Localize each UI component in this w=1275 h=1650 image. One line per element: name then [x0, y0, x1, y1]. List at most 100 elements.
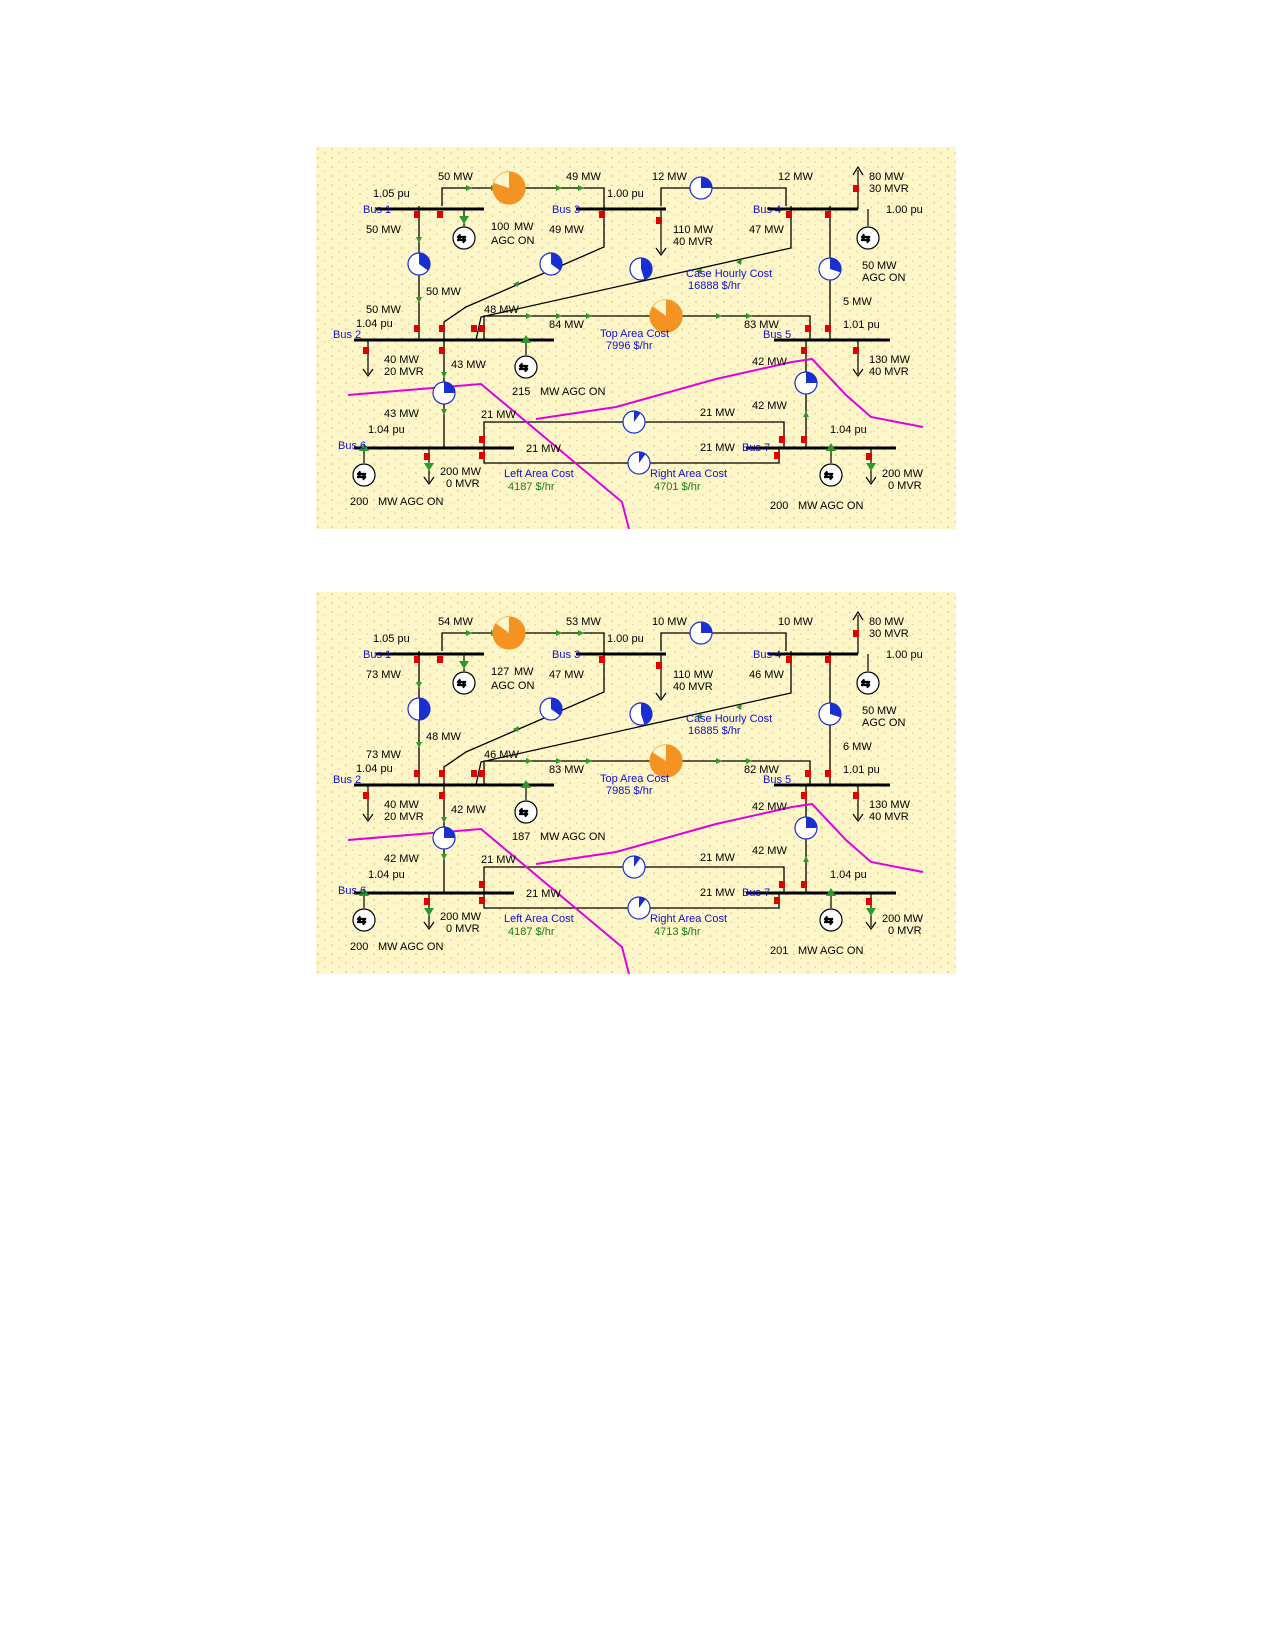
generator-icon[interactable]: ⇆: [856, 226, 880, 250]
line-loading-pie-icon[interactable]: [432, 826, 456, 850]
breaker[interactable]: [414, 325, 420, 332]
line-loading-pie-icon[interactable]: [432, 381, 456, 405]
line-loading-pie-icon[interactable]: [622, 855, 646, 879]
flow-arrow: [716, 758, 722, 764]
line-loading-pie-icon[interactable]: [407, 252, 431, 276]
generator-icon[interactable]: ⇆: [819, 463, 843, 487]
line-loading-pie-icon[interactable]: [622, 410, 646, 434]
load-arrow-icon[interactable]: [423, 921, 435, 931]
generator-icon[interactable]: ⇆: [514, 800, 538, 824]
breaker[interactable]: [424, 898, 430, 905]
flow-arrow: [521, 335, 531, 343]
generator-icon[interactable]: ⇆: [352, 463, 376, 487]
load-arrow-icon[interactable]: [423, 476, 435, 486]
gen-agc: MW AGC ON: [540, 386, 605, 398]
breaker[interactable]: [774, 452, 780, 459]
generator-icon[interactable]: ⇆: [452, 226, 476, 250]
breaker[interactable]: [866, 453, 872, 460]
breaker[interactable]: [479, 881, 485, 888]
line-loading-pie-icon[interactable]: [627, 451, 651, 475]
breaker[interactable]: [779, 881, 785, 888]
line-loading-pie-icon[interactable]: [539, 252, 563, 276]
load-arrow-icon[interactable]: [865, 476, 877, 486]
breaker[interactable]: [439, 347, 445, 354]
line-loading-pie-icon[interactable]: [539, 697, 563, 721]
load-arrow-icon[interactable]: [852, 813, 864, 823]
bus-name: Bus 2: [333, 329, 361, 341]
breaker[interactable]: [424, 453, 430, 460]
breaker[interactable]: [656, 217, 662, 224]
breaker[interactable]: [439, 792, 445, 799]
line-loading-pie-icon[interactable]: [629, 257, 653, 281]
breaker[interactable]: [786, 211, 792, 218]
generator-icon[interactable]: ⇆: [352, 908, 376, 932]
breaker[interactable]: [801, 792, 807, 799]
breaker[interactable]: [801, 347, 807, 354]
line-loading-pie-icon[interactable]: [492, 171, 526, 205]
line-3-4[interactable]: [660, 187, 787, 206]
breaker[interactable]: [363, 347, 369, 354]
breaker[interactable]: [479, 325, 485, 332]
breaker[interactable]: [801, 436, 807, 443]
breaker[interactable]: [825, 211, 831, 218]
line-loading-pie-icon[interactable]: [649, 299, 683, 333]
breaker[interactable]: [866, 898, 872, 905]
breaker[interactable]: [805, 770, 811, 777]
load-arrow-icon[interactable]: [852, 610, 864, 621]
line-4-2[interactable]: [475, 206, 792, 341]
breaker[interactable]: [479, 452, 485, 459]
load-arrow-icon[interactable]: [362, 368, 374, 378]
breaker[interactable]: [825, 770, 831, 777]
breaker[interactable]: [786, 656, 792, 663]
line-loading-pie-icon[interactable]: [689, 621, 713, 645]
line-loading-pie-icon[interactable]: [407, 697, 431, 721]
load-arrow-icon[interactable]: [852, 368, 864, 378]
load-arrow-icon[interactable]: [362, 813, 374, 823]
breaker[interactable]: [853, 185, 859, 192]
load-arrow-icon[interactable]: [865, 921, 877, 931]
breaker[interactable]: [479, 436, 485, 443]
breaker[interactable]: [479, 897, 485, 904]
load-arrow-icon[interactable]: [655, 247, 667, 257]
line-loading-pie-icon[interactable]: [689, 176, 713, 200]
generator-icon[interactable]: ⇆: [452, 671, 476, 695]
line-loading-pie-icon[interactable]: [629, 702, 653, 726]
breaker[interactable]: [414, 211, 420, 218]
generator-icon[interactable]: ⇆: [514, 355, 538, 379]
breaker[interactable]: [471, 770, 477, 777]
breaker[interactable]: [479, 770, 485, 777]
breaker[interactable]: [853, 792, 859, 799]
breaker[interactable]: [471, 325, 477, 332]
line-loading-pie-icon[interactable]: [818, 702, 842, 726]
line-loading-pie-icon[interactable]: [492, 616, 526, 650]
line-loading-pie-icon[interactable]: [818, 257, 842, 281]
breaker[interactable]: [779, 436, 785, 443]
breaker[interactable]: [825, 325, 831, 332]
breaker[interactable]: [414, 656, 420, 663]
breaker[interactable]: [439, 325, 445, 332]
breaker[interactable]: [414, 770, 420, 777]
line-4-2[interactable]: [475, 651, 792, 786]
breaker[interactable]: [801, 881, 807, 888]
breaker[interactable]: [825, 656, 831, 663]
line-loading-pie-icon[interactable]: [649, 744, 683, 778]
breaker[interactable]: [439, 770, 445, 777]
breaker[interactable]: [656, 662, 662, 669]
breaker[interactable]: [805, 325, 811, 332]
breaker[interactable]: [437, 656, 443, 663]
load-arrow-icon[interactable]: [655, 692, 667, 702]
generator-icon[interactable]: ⇆: [856, 671, 880, 695]
breaker[interactable]: [363, 792, 369, 799]
breaker[interactable]: [853, 630, 859, 637]
line-loading-pie-icon[interactable]: [794, 816, 818, 840]
line-loading-pie-icon[interactable]: [627, 896, 651, 920]
breaker[interactable]: [599, 211, 605, 218]
load-arrow-icon[interactable]: [852, 165, 864, 176]
breaker[interactable]: [853, 347, 859, 354]
generator-icon[interactable]: ⇆: [819, 908, 843, 932]
line-3-4[interactable]: [660, 632, 787, 651]
breaker[interactable]: [437, 211, 443, 218]
breaker[interactable]: [774, 897, 780, 904]
line-loading-pie-icon[interactable]: [794, 371, 818, 395]
breaker[interactable]: [599, 656, 605, 663]
